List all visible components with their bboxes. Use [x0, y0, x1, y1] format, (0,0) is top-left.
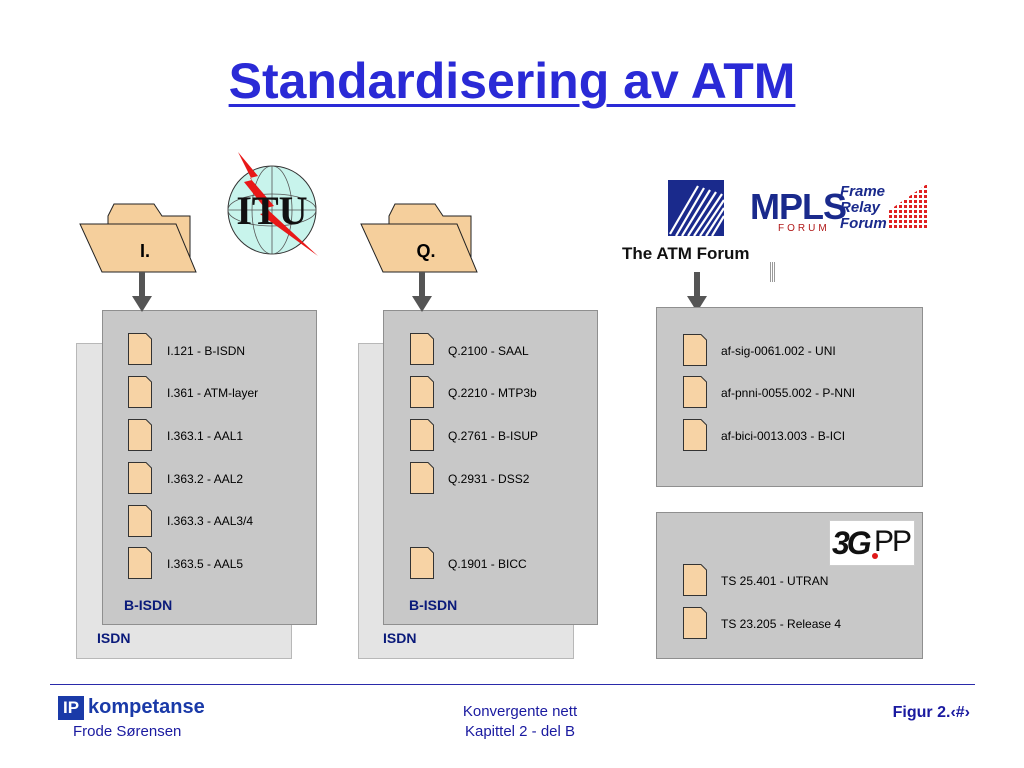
document-icon [128, 505, 152, 537]
b-isdn-label-q: B-ISDN [409, 597, 458, 613]
list-item: Q.2210 - MTP3b [448, 386, 537, 400]
ip-badge: IP [58, 696, 84, 720]
document-icon [683, 334, 707, 366]
isdn-label-i: ISDN [97, 630, 131, 646]
frame-relay-logo-line2: Relay [840, 199, 881, 216]
footer-divider [50, 684, 975, 685]
atm-forum-decoration [770, 262, 776, 282]
document-icon [128, 462, 152, 494]
document-icon [128, 376, 152, 408]
arrow-down-icon [412, 272, 432, 312]
page-title: Standardisering av ATM [228, 53, 796, 109]
list-item: I.363.3 - AAL3/4 [167, 514, 254, 528]
frame-relay-logo-line3: Forum [840, 215, 887, 232]
list-item: I.363.2 - AAL2 [167, 472, 244, 486]
list-item: af-pnni-0055.002 - P-NNI [721, 386, 856, 400]
isdn-label-q: ISDN [383, 630, 417, 646]
document-icon [128, 547, 152, 579]
atm-forum-caption: The ATM Forum [622, 244, 750, 263]
document-icon [683, 376, 707, 408]
itu-logo: ITU [227, 152, 318, 256]
mpls-logo: MPLS [750, 186, 847, 227]
folder-icon-i [79, 203, 197, 273]
folder-icon-q [360, 203, 478, 273]
3gpp-dot-icon [872, 553, 878, 559]
b-isdn-label-i: B-ISDN [124, 597, 173, 613]
list-item: Q.2931 - DSS2 [448, 472, 530, 486]
frame-relay-grid-icon [889, 184, 927, 228]
frame-relay-logo-line1: Frame [840, 183, 886, 200]
list-item: TS 25.401 - UTRAN [721, 574, 829, 588]
document-icon [128, 419, 152, 451]
list-item: I.121 - B-ISDN [167, 344, 246, 358]
arrow-down-icon [687, 272, 707, 312]
svg-text:ITU: ITU [236, 188, 307, 233]
folder-label-q: Q. [416, 241, 436, 261]
document-icon [683, 607, 707, 639]
brand-name: kompetanse [88, 696, 205, 718]
document-icon [410, 376, 434, 408]
document-icon [128, 333, 152, 365]
folder-label-i: I. [139, 241, 150, 261]
atm-forum-logo [668, 180, 724, 236]
3gpp-logo: 3G PP [829, 520, 915, 566]
figure-number: Figur 2.‹#› [892, 704, 970, 721]
document-icon [410, 333, 434, 365]
arrow-down-icon [132, 272, 152, 312]
list-item: TS 23.205 - Release 4 [721, 617, 842, 631]
footer-author: Frode Sørensen [73, 723, 182, 740]
list-item: af-bici-0013.003 - B-ICI [721, 429, 846, 443]
mpls-logo-sub: FORUM [778, 223, 830, 234]
document-icon [410, 462, 434, 494]
list-item: Q.2761 - B-ISUP [448, 429, 539, 443]
document-icon [410, 419, 434, 451]
list-item: I.363.5 - AAL5 [167, 557, 244, 571]
footer-chapter: Kapittel 2 - del B [464, 723, 576, 740]
list-item: I.361 - ATM-layer [167, 386, 259, 400]
list-item: af-sig-0061.002 - UNI [721, 344, 836, 358]
list-item: I.363.1 - AAL1 [167, 429, 244, 443]
list-item: Q.1901 - BICC [448, 557, 527, 571]
list-item: Q.2100 - SAAL [448, 344, 529, 358]
document-icon [683, 564, 707, 596]
footer-course: Konvergente nett [462, 703, 578, 720]
document-icon [410, 547, 434, 579]
document-icon [683, 419, 707, 451]
